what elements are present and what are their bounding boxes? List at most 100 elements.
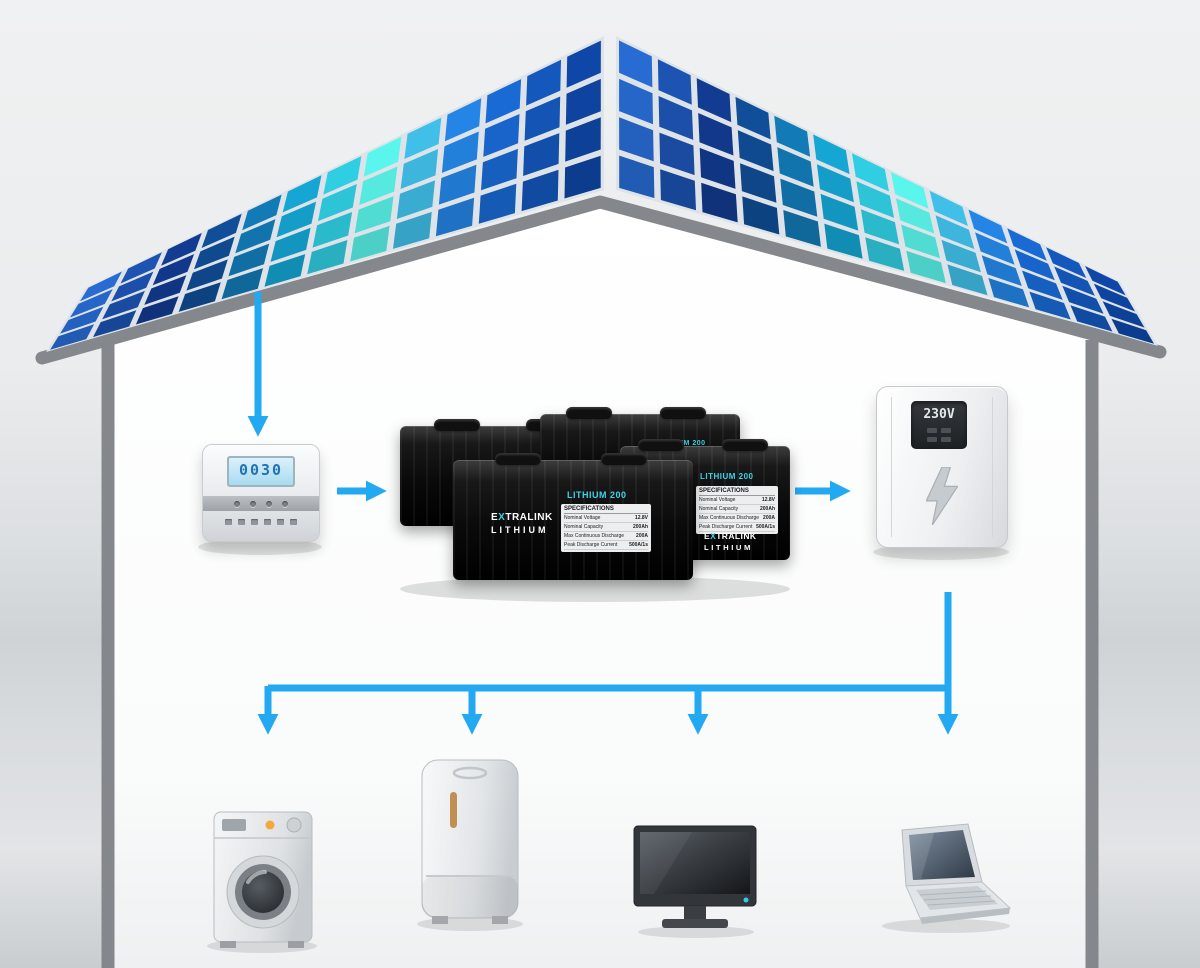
solar-cell: [901, 224, 940, 259]
battery-handle: [722, 439, 768, 451]
solar-cell: [201, 213, 242, 248]
solar-cell: [359, 166, 398, 205]
solar-cell: [282, 175, 322, 213]
solar-cell: [111, 271, 154, 302]
solar-cell: [820, 193, 859, 231]
solar-cell: [660, 169, 696, 211]
solar-cell: [929, 190, 968, 226]
solar-cell: [485, 79, 522, 124]
solar-cell: [735, 96, 771, 140]
solar-cell: [144, 275, 187, 305]
solar-cell: [1054, 266, 1095, 296]
solar-cell: [619, 155, 655, 199]
solar-cell: [737, 130, 774, 172]
washing-machine-icon: [207, 811, 317, 953]
solar-cell: [566, 40, 601, 88]
battery-handle: [566, 407, 612, 419]
solar-cell: [657, 59, 692, 105]
battery-brand-logo: EXTRALINK LITHIUM: [704, 532, 757, 552]
solar-cell: [698, 113, 734, 156]
solar-cell: [824, 223, 863, 259]
solar-cell: [565, 78, 601, 125]
solar-cell: [981, 255, 1022, 286]
flow-arrows: [247, 292, 959, 735]
solar-cell: [696, 78, 732, 123]
inverter-seam: [891, 397, 892, 537]
battery-model-label: LITHIUM 200: [700, 472, 754, 481]
solar-cell: [1029, 291, 1071, 320]
solar-cell: [701, 182, 738, 223]
inverter: 230V: [876, 386, 1008, 548]
solar-cell: [60, 306, 104, 334]
solar-cell: [1085, 266, 1126, 296]
solar-cell: [699, 147, 736, 189]
solar-cell: [777, 147, 814, 187]
battery-handle: [660, 407, 706, 419]
solar-cell: [478, 183, 517, 224]
battery-handle: [495, 453, 541, 465]
solar-cell: [619, 40, 653, 88]
solar-cell: [161, 233, 202, 266]
solar-cell: [740, 163, 777, 203]
house-interior: [108, 203, 1092, 968]
controller-button-band: [203, 496, 319, 511]
solar-cell: [152, 254, 195, 286]
solar-cell: [228, 243, 270, 277]
solar-cell: [1014, 249, 1055, 281]
solar-cell: [400, 149, 439, 189]
solar-cell: [435, 197, 475, 237]
controller-button: [250, 500, 256, 507]
solar-cell: [619, 117, 654, 162]
laptop-icon: [882, 823, 1012, 933]
solar-cell: [564, 155, 601, 199]
charge-controller: 0030: [202, 444, 320, 542]
solar-cell: [1046, 247, 1087, 278]
solar-cell: [441, 131, 479, 173]
solar-cell: [270, 227, 311, 262]
solar-cell: [50, 324, 95, 350]
solar-cell: [444, 98, 482, 142]
solar-cell: [906, 250, 946, 284]
solar-cell: [481, 148, 518, 191]
solar-cell: [354, 196, 394, 234]
inverter-shadow: [873, 544, 1009, 560]
solar-cell: [1062, 285, 1104, 314]
solar-cell: [968, 209, 1008, 244]
controller-button: [282, 500, 288, 507]
solar-cell: [264, 254, 306, 287]
solar-cell: [865, 237, 905, 271]
solar-cell: [526, 59, 561, 106]
solar-cell: [323, 156, 362, 195]
solar-cell: [350, 225, 390, 262]
solar-cell: [483, 114, 520, 157]
solar-panel-left: [50, 40, 601, 350]
battery-handle: [601, 453, 647, 465]
solar-cell: [619, 78, 653, 125]
solar-cell: [178, 282, 221, 312]
solar-panel-right: [619, 40, 1154, 344]
solar-cell: [70, 289, 113, 318]
solar-cell: [565, 117, 601, 162]
solar-cell: [102, 290, 145, 320]
solar-cell: [307, 240, 348, 275]
solar-cell: [774, 115, 811, 157]
solar-cell: [975, 232, 1015, 265]
controller-display: 0030: [227, 456, 295, 487]
battery-bank: LITHIUM 200 LITHIUM 200 SPECIFICATIONS N…: [395, 407, 795, 588]
inverter-display-value: 230V: [923, 407, 955, 422]
battery-brand-logo: EXTRALINK LITHIUM: [491, 512, 553, 535]
solar-cell: [363, 136, 402, 177]
solar-cell: [1102, 301, 1145, 328]
solar-cell: [941, 239, 981, 273]
solar-cell: [780, 178, 818, 217]
controller-button: [266, 500, 272, 507]
